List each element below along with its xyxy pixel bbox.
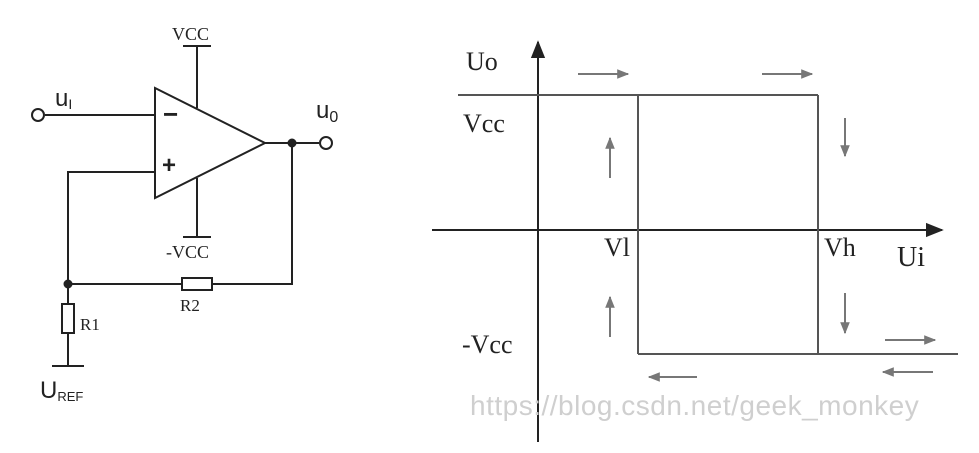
vh-label: Vh (824, 233, 856, 262)
r2-resistor (181, 277, 213, 291)
output-label-main: u (316, 97, 329, 124)
r1-label: R1 (80, 315, 100, 334)
input-terminal (31, 108, 45, 122)
hysteresis-graph: Uo Vcc -Vcc Vl Vh Ui (432, 40, 958, 442)
direction-arrows (578, 69, 937, 382)
uref-label-main: U (40, 377, 57, 404)
plus-sign: + (162, 152, 176, 179)
input-label-main: u (55, 85, 68, 112)
input-label: uI (55, 85, 72, 112)
y-axis-label: Uo (466, 47, 498, 76)
feedback-wire (212, 143, 293, 285)
noninverting-wire (67, 171, 155, 284)
hysteresis-loop (458, 94, 958, 355)
output-label-sub: 0 (329, 109, 338, 126)
circuit-labels: VCC -VCC − + uI u0 R2 R1 UREF (40, 24, 338, 404)
neg-vcc-label: -VCC (166, 242, 209, 262)
input-label-sub: I (68, 96, 72, 112)
uref-label-sub: REF (57, 389, 83, 404)
vcc-top-label: VCC (172, 24, 209, 44)
output-label: u0 (316, 97, 338, 126)
r1-resistor (61, 303, 75, 334)
comparator-circuit (31, 45, 333, 367)
op-amp-triangle (154, 86, 268, 200)
minus-sign: − (163, 99, 178, 129)
vl-label: Vl (604, 233, 630, 262)
r2-label: R2 (180, 296, 200, 315)
uref-label: UREF (40, 377, 83, 404)
neg-vcc-level-label: -Vcc (462, 330, 513, 359)
output-terminal (319, 136, 333, 150)
graph-labels: Uo Vcc -Vcc Vl Vh Ui (462, 47, 925, 359)
vcc-level-label: Vcc (463, 109, 505, 138)
x-axis-label: Ui (897, 242, 925, 273)
watermark-text: https://blog.csdn.net/geek_monkey (470, 390, 920, 421)
